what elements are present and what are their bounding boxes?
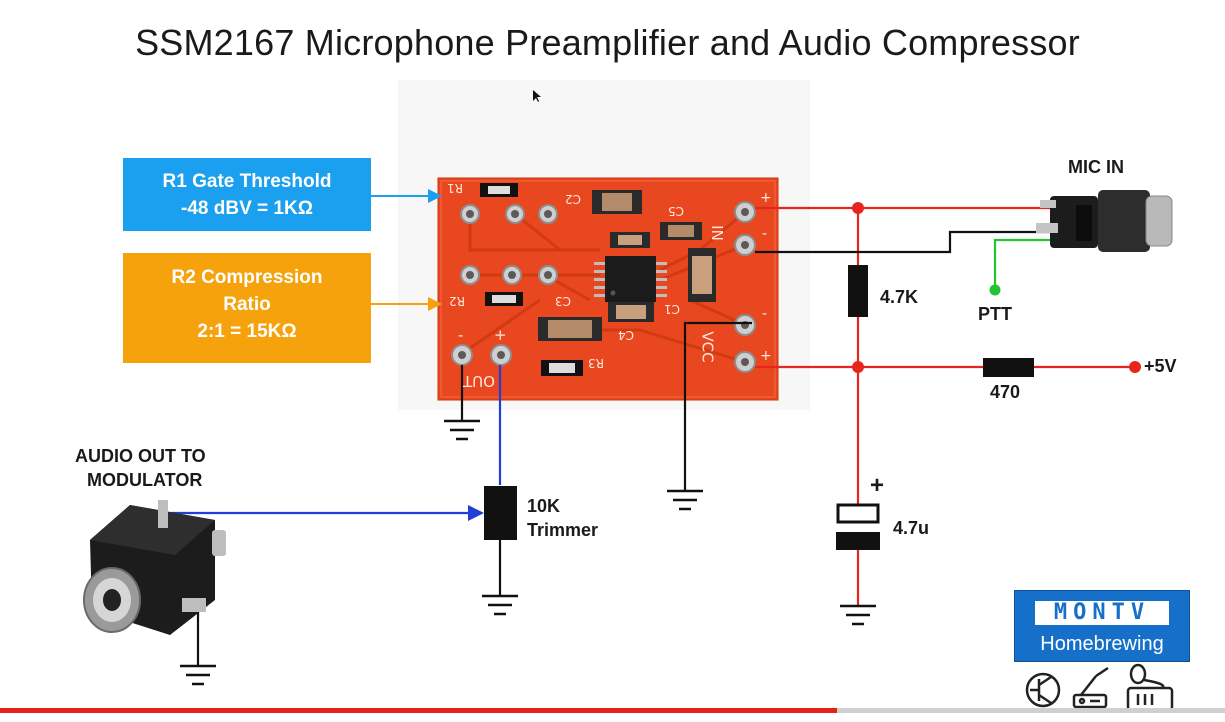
blue-wires	[165, 365, 502, 515]
ground-trimmer	[482, 594, 518, 616]
ssm2167-chip	[594, 256, 667, 302]
soldering-iron-icon	[1072, 666, 1109, 709]
pcb-label-r3: R3	[588, 356, 604, 370]
r2-callout-line1: R2 Compression	[171, 267, 323, 288]
ground-out	[444, 419, 480, 441]
resistor-4k7	[848, 265, 868, 317]
pcb-label-vcc: VCC	[698, 331, 717, 363]
mic-in-jack-icon	[1036, 190, 1173, 252]
video-progress-fill	[0, 708, 837, 713]
r1-gate-threshold-callout: R1 Gate Threshold -48 dBV = 1KΩ	[123, 158, 371, 231]
audio-out-label-line2: MODULATOR	[87, 470, 203, 490]
pcb-label-out: OUT	[463, 372, 495, 390]
pcb-label-in-minus: -	[762, 226, 768, 242]
ground-cap	[840, 604, 876, 626]
resistor-470-label: 470	[990, 382, 1021, 402]
logo-wordmark: MONTV	[1035, 601, 1169, 625]
pcb-label-in: IN	[707, 225, 726, 241]
logo-subtitle: Homebrewing	[1040, 633, 1164, 655]
ground-symbols	[180, 419, 876, 686]
audio-out-label-line1: AUDIO OUT TO	[75, 446, 206, 466]
capacitor-4u7	[836, 503, 880, 550]
video-progress-bar[interactable]	[0, 708, 1225, 713]
ptt-wire	[993, 238, 1050, 290]
resistor-4k7-label: 4.7K	[880, 287, 919, 307]
pcb-label-vcc-plus: +	[760, 348, 772, 364]
pcb-label-c2: C2	[565, 192, 582, 206]
smd-parts	[480, 183, 716, 376]
audio-out-jack-icon	[83, 500, 226, 635]
ground-vcc	[667, 489, 703, 511]
diagram-title: SSM2167 Microphone Preamplifier and Audi…	[135, 22, 1080, 63]
resistor-470	[983, 358, 1034, 377]
pcb-label-vcc-minus: -	[762, 306, 768, 322]
pcb-label-out-minus: -	[458, 326, 464, 344]
supply-5v-label: +5V	[1144, 356, 1177, 376]
trimmer-label-line2: Trimmer	[527, 520, 599, 540]
r1-callout-line2: -48 dBV = 1KΩ	[181, 198, 313, 219]
r2-callout-line2: Ratio	[223, 294, 271, 315]
pcb-label-c1: C1	[664, 302, 681, 316]
black-wires	[196, 230, 1050, 665]
pcb-label-r1: R1	[447, 181, 463, 195]
r2-callout-line3: 2:1 = 15KΩ	[197, 321, 297, 342]
pcb-label-c5: C5	[668, 204, 685, 218]
ptt-label: PTT	[978, 304, 1012, 324]
red-wires	[755, 206, 1135, 605]
pcb-label-r2: R2	[449, 294, 465, 308]
ssm2167-pcb	[437, 177, 779, 401]
mouse-cursor-icon	[533, 90, 541, 102]
callout-arrows	[371, 189, 442, 311]
ground-jack	[180, 664, 216, 686]
r2-compression-ratio-callout: R2 Compression Ratio 2:1 = 15KΩ	[123, 253, 371, 363]
montv-logo: MONTV Homebrewing	[1014, 590, 1190, 662]
trimmer-10k	[484, 486, 517, 540]
ptt-dot	[989, 284, 1001, 296]
pcb-label-c4: C4	[618, 328, 635, 342]
trimmer-label-line1: 10K	[527, 496, 561, 516]
radio-mic-icon	[1126, 663, 1174, 712]
junction-dots	[852, 202, 1141, 373]
capacitor-plus-label: +	[870, 472, 885, 499]
r1-callout-line1: R1 Gate Threshold	[162, 171, 332, 192]
pcb-label-c3: C3	[555, 294, 572, 308]
pcb-label-in-plus: +	[760, 190, 772, 206]
mic-in-label: MIC IN	[1068, 157, 1124, 177]
transistor-icon	[1025, 672, 1061, 708]
pcb-label-out-plus: +	[494, 326, 507, 344]
capacitor-4u7-label: 4.7u	[893, 518, 930, 538]
